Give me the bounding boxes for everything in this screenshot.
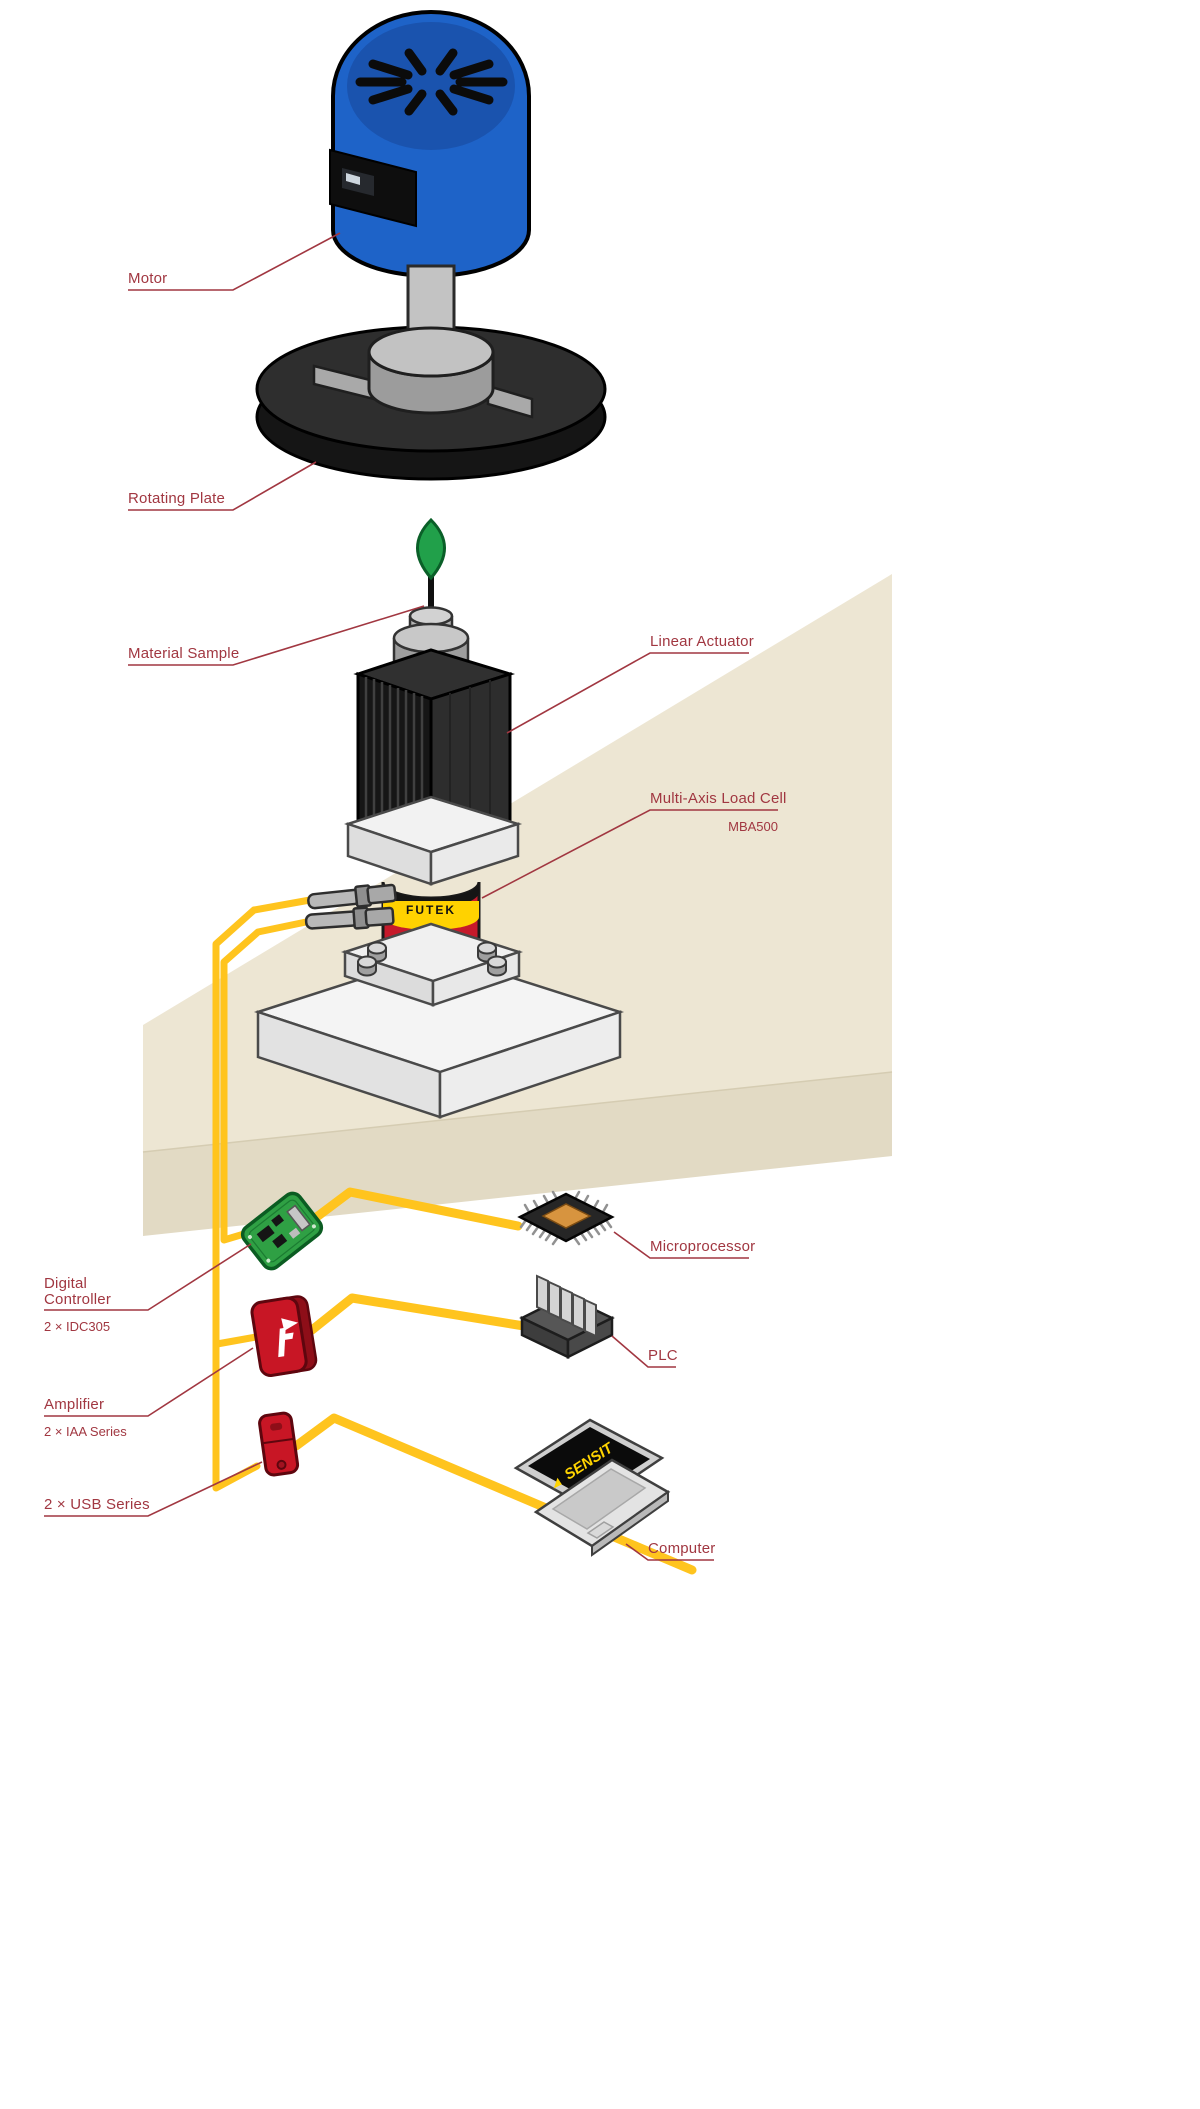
digital-controller-label-line1: Digital [44,1275,87,1292]
load-cell-model-label: MBA500 [728,819,778,834]
mounting-plate [344,795,523,886]
rotating-plate-illustration [255,264,607,481]
amplifier-illustration [250,1295,318,1377]
linear-actuator-leader [506,652,749,734]
cables [212,896,697,1575]
load-cell-brand-text: FUTEK [406,903,456,917]
rotating-plate-label: Rotating Plate [128,490,225,507]
digital-controller-illustration [240,1191,324,1271]
amplifier-to-plc-cable [307,1293,529,1335]
futek-logo-mark [278,1318,299,1358]
material-sample-leader [128,605,425,666]
microprocessor-leader [613,1231,749,1259]
amplifier-model-label: 2 × IAA Series [44,1424,127,1439]
motor-vent-slots [355,48,508,116]
computer-label: Computer [648,1540,715,1557]
load-cell-label: Multi-Axis Load Cell [650,790,787,807]
rotating-plate-leader [128,461,317,511]
controller-to-microprocessor-cable [305,1187,523,1231]
usb-leader [44,1461,263,1517]
sample-stick [428,556,434,652]
material-sample-label: Material Sample [128,645,239,662]
laptop-illustration: SENSIT [513,1418,671,1557]
load-cell-cable-2 [220,918,310,1244]
microprocessor-pins [519,1190,613,1246]
microprocessor-illustration [517,1190,615,1246]
motor-leader [128,232,341,291]
amplifier-leader [44,1347,254,1417]
plc-leader [611,1335,676,1368]
load-cell-leader [481,809,778,899]
plc-illustration [519,1275,615,1360]
microprocessor-label: Microprocessor [650,1238,755,1255]
usb-label: 2 × USB Series [44,1496,150,1513]
amplifier-label: Amplifier [44,1396,104,1413]
motor-label: Motor [128,270,167,287]
sensit-logo-mark [553,1477,562,1489]
load-cell-brand-band [383,901,479,930]
digital-controller-label-line2: Controller [44,1291,111,1308]
labels: Motor Rotating Plate Material Sample Lin… [44,270,787,1557]
sample-tip [416,517,446,581]
leader-lines [44,232,778,1561]
flange-plate [340,922,524,1007]
usb-drive-illustration [258,1411,300,1477]
microprocessor-die [541,1203,592,1229]
digital-controller-model-label: 2 × IDC305 [44,1319,110,1334]
amplifier-branch-cable [213,1333,260,1348]
load-cell-cable-1 [212,896,314,1492]
linear-actuator-label: Linear Actuator [650,633,754,650]
laptop-keyboard [551,1468,647,1530]
base-block [253,952,625,1119]
digital-controller-leader [44,1243,252,1311]
laptop-touchpad [586,1521,615,1539]
motor-top-face [347,22,515,150]
computer-leader [625,1543,714,1561]
plc-label: PLC [648,1347,678,1364]
